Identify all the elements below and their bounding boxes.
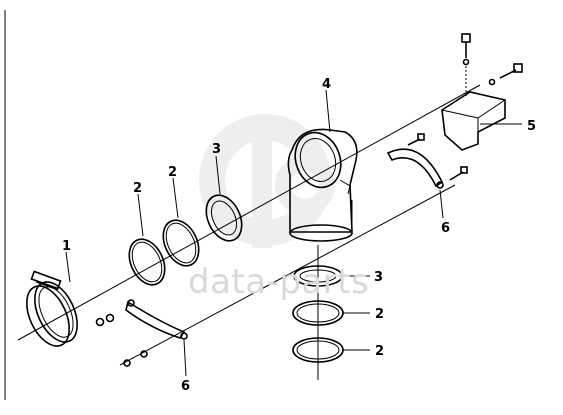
o-ring-left-b [162, 219, 200, 267]
clamp-part [26, 270, 78, 347]
leader-6b [183, 339, 187, 377]
assembly-axis-upper [17, 84, 481, 341]
callout-2-lower-b: 2 [375, 344, 384, 359]
nut-washer-lower [123, 350, 148, 367]
callout-2-lower-a: 2 [375, 307, 384, 322]
callout-3-lower: 3 [374, 270, 383, 285]
callout-2-left-b: 2 [168, 165, 177, 180]
strap-lower-part [125, 299, 188, 340]
leader-3a [215, 155, 221, 195]
small-bolt-upper [407, 133, 425, 146]
leader-4 [325, 89, 331, 133]
leader-6a [439, 189, 444, 219]
o-ring-left-a [128, 238, 166, 286]
callout-6-lower: 6 [181, 379, 190, 394]
leader-2b [172, 177, 179, 219]
callout-3-left: 3 [212, 142, 221, 157]
leader-2a [137, 193, 144, 237]
leader-1 [65, 251, 71, 283]
strap-upper-part [386, 148, 468, 189]
callout-1: 1 [62, 239, 71, 254]
callout-6-upper: 6 [441, 221, 450, 236]
callout-4: 4 [322, 77, 331, 92]
bracket-part [441, 91, 506, 151]
watermark-text: data-parts [188, 262, 370, 302]
nut-pair [95, 313, 115, 327]
dp-logo-icon [199, 114, 335, 248]
elbow-part [287, 128, 358, 242]
callout-2-left-a: 2 [133, 181, 142, 196]
bolt-horizontal [488, 63, 523, 86]
gasket-left [205, 194, 243, 242]
bolt-vertical [461, 33, 471, 98]
callout-5: 5 [527, 119, 536, 134]
assembly-axis-lower [119, 184, 456, 366]
